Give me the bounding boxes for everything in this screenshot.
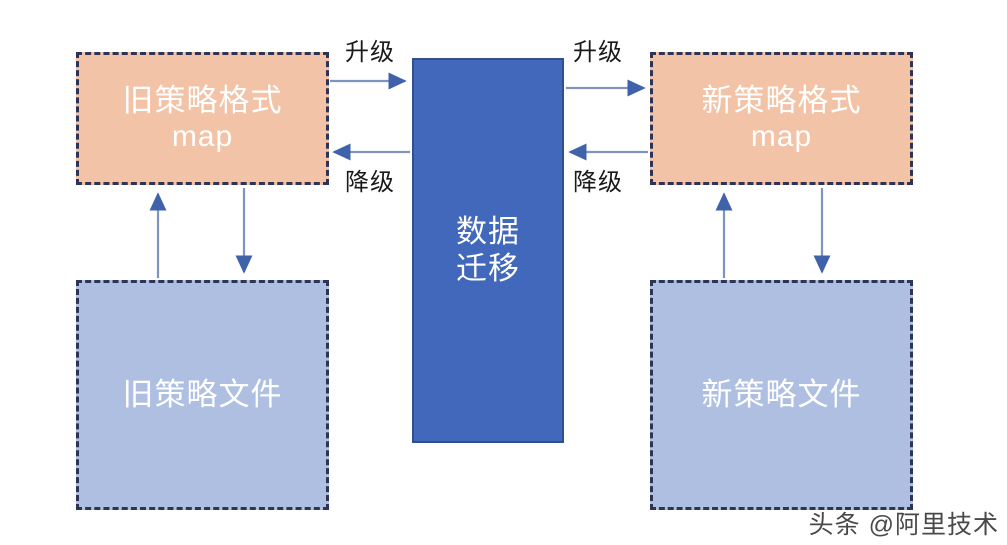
node-data-migration-line2: 迁移 [456, 250, 520, 286]
node-old-policy-map-line2: map [171, 120, 234, 154]
node-data-migration-line1: 数据 [456, 213, 520, 249]
node-new-policy-file[interactable]: 新策略文件 [650, 280, 913, 510]
node-new-policy-map[interactable]: 新策略格式 map [650, 52, 913, 185]
node-old-policy-file[interactable]: 旧策略文件 [76, 280, 329, 510]
node-new-policy-map-line1: 新策略格式 [701, 82, 862, 118]
node-old-policy-map-line1: 旧策略格式 [122, 82, 283, 118]
node-data-migration[interactable]: 数据 迁移 [412, 58, 564, 443]
edge-label-upgrade-left: 升级 [345, 39, 395, 66]
node-old-policy-file-label: 旧策略文件 [122, 376, 283, 412]
node-new-policy-file-label: 新策略文件 [701, 376, 862, 412]
edge-label-upgrade-right: 升级 [573, 39, 623, 66]
watermark-text: 头条 @阿里技术 [808, 511, 999, 539]
edge-label-downgrade-left: 降级 [345, 169, 395, 196]
node-new-policy-map-line2: map [750, 120, 813, 154]
node-old-policy-map[interactable]: 旧策略格式 map [76, 52, 329, 185]
edge-label-downgrade-right: 降级 [573, 169, 623, 196]
